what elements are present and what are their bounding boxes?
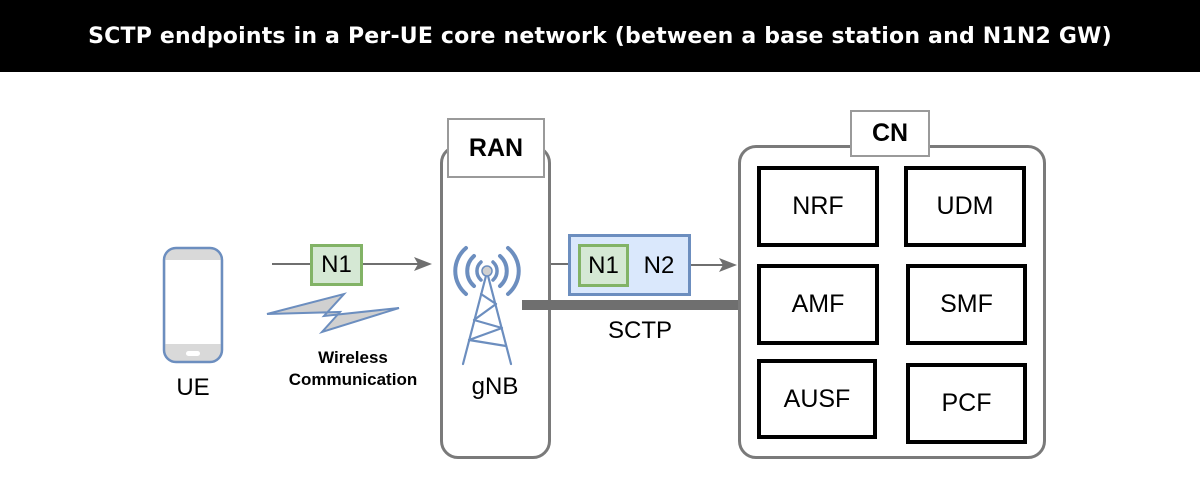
diagram-title: SCTP endpoints in a Per-UE core network …: [88, 23, 1112, 49]
n1-inner-label: N1: [588, 251, 619, 279]
nf-nrf: NRF: [757, 166, 879, 247]
nf-smf-label: SMF: [940, 290, 993, 318]
nf-pcf-label: PCF: [941, 389, 992, 417]
wireless-caption-line2: Communication: [288, 370, 418, 389]
gnb-label: gNB: [471, 373, 519, 400]
n2-label: N2: [643, 252, 675, 279]
wireless-caption-line1: Wireless: [318, 348, 388, 367]
nf-nrf-label: NRF: [792, 192, 844, 220]
nf-ausf: AUSF: [757, 359, 877, 439]
sctp-association-line: [522, 300, 762, 310]
n1-label: N1: [321, 251, 352, 278]
nf-pcf: PCF: [906, 363, 1027, 444]
n1-inner-box: N1: [578, 244, 629, 287]
wireless-caption: Wireless Communication: [283, 347, 423, 391]
nf-amf-label: AMF: [791, 290, 845, 318]
nf-udm-label: UDM: [936, 192, 994, 220]
nf-amf: AMF: [757, 264, 879, 345]
gnb-to-cn-arrow: [550, 258, 737, 272]
cn-tag: CN: [850, 110, 930, 157]
smartphone-icon: [162, 246, 224, 364]
cn-tag-label: CN: [871, 119, 909, 147]
nf-smf: SMF: [906, 264, 1027, 345]
nf-ausf-label: AUSF: [783, 384, 851, 413]
nf-udm: UDM: [904, 166, 1026, 247]
title-bar: SCTP endpoints in a Per-UE core network …: [0, 0, 1200, 72]
sctp-label: SCTP: [607, 317, 672, 344]
ran-tag: RAN: [447, 118, 545, 178]
cell-tower-icon: [453, 246, 521, 366]
lightning-bolt-icon: [266, 292, 400, 335]
ran-tag-label: RAN: [468, 133, 524, 162]
ue-label: UE: [176, 374, 210, 401]
n1-message-box: N1: [310, 244, 363, 286]
